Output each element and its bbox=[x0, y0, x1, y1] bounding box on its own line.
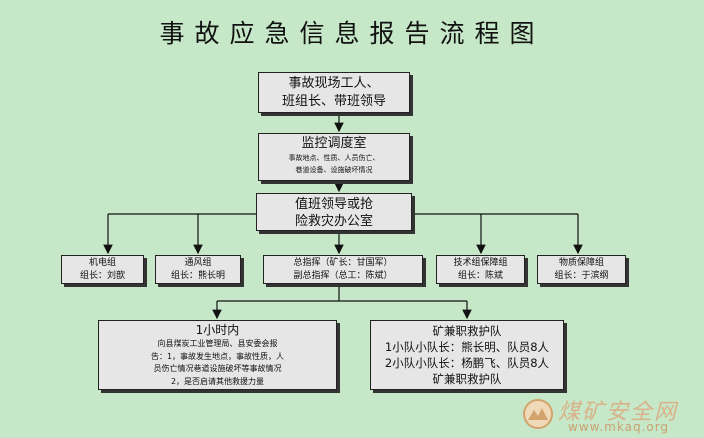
node-tech-line1: 技术组保障组 bbox=[453, 258, 508, 268]
node-rescue-l3: 矿兼职救护队 bbox=[432, 372, 502, 386]
node-rescue-l2: 2小队小队长：杨鹏飞、队员8人 bbox=[384, 356, 550, 370]
node-rescue: 矿兼职救护队 1小队小队长：熊长明、队员8人 2小队小队长：杨鹏飞、队员8人 矿… bbox=[370, 320, 564, 390]
node-rescue-l1: 1小队小队长：熊长明、队员8人 bbox=[384, 340, 550, 354]
node-tech-line2: 组长：陈斌 bbox=[457, 271, 503, 281]
node-electro: 机电组 组长：刘歆 bbox=[61, 255, 144, 284]
node-monitor-line1: 监控调度室 bbox=[301, 136, 367, 151]
node-hour-l4: 2，是否启请其他救援力量 bbox=[170, 376, 265, 386]
node-workers-line1: 事故现场工人、 bbox=[288, 76, 380, 91]
node-hour-l3: 员伤亡情况巷道设施破坏等事故情况 bbox=[153, 364, 282, 373]
node-command-line1: 总指挥（矿长：甘国军） bbox=[293, 258, 393, 268]
node-duty-line2: 险救灾办公室 bbox=[294, 214, 373, 229]
node-command: 总指挥（矿长：甘国军） 副总指挥（总工：陈斌） bbox=[263, 255, 423, 284]
node-monitor: 监控调度室 事故地点、性质、人员伤亡、 巷道设备、设施破坏情况 bbox=[258, 133, 410, 181]
watermark-url: www.mkaq.org bbox=[568, 420, 670, 434]
node-electro-line1: 机电组 bbox=[88, 258, 116, 268]
node-hour-l1: 向县煤炭工业管理局、县安委会报 bbox=[157, 339, 278, 348]
diagram-title: 事故应急信息报告流程图 bbox=[159, 19, 545, 48]
node-duty-line1: 值班领导或抢 bbox=[294, 197, 373, 212]
watermark-logo-icon bbox=[523, 399, 553, 429]
node-tech: 技术组保障组 组长：陈斌 bbox=[436, 255, 525, 284]
node-material: 物质保障组 组长：于滨纲 bbox=[537, 255, 626, 284]
node-ventilation-line1: 通风组 bbox=[184, 258, 212, 268]
node-workers-line2: 班组长、带班领导 bbox=[281, 94, 386, 109]
node-electro-line2: 组长：刘歆 bbox=[79, 271, 125, 281]
node-material-line2: 组长：于滨纲 bbox=[554, 271, 609, 281]
node-rescue-heading: 矿兼职救护队 bbox=[432, 324, 502, 338]
node-monitor-line3: 巷道设备、设施破坏情况 bbox=[295, 166, 373, 174]
node-workers: 事故现场工人、 班组长、带班领导 bbox=[258, 72, 410, 113]
node-command-line2: 副总指挥（总工：陈斌） bbox=[293, 271, 393, 281]
watermark-brand: 煤矿安全网 bbox=[558, 400, 679, 425]
node-hour-heading: 1小时内 bbox=[195, 323, 240, 337]
node-material-line1: 物质保障组 bbox=[558, 258, 604, 268]
node-hour-l2: 告：1，事故发生地点，事故性质，人 bbox=[150, 351, 285, 361]
node-monitor-line2: 事故地点、性质、人员伤亡、 bbox=[288, 154, 380, 162]
node-duty: 值班领导或抢 险救灾办公室 bbox=[256, 193, 412, 231]
node-hour: 1小时内 向县煤炭工业管理局、县安委会报 告：1，事故发生地点，事故性质，人 员… bbox=[98, 320, 337, 390]
node-ventilation-line2: 组长：熊长明 bbox=[170, 271, 225, 281]
node-ventilation: 通风组 组长：熊长明 bbox=[155, 255, 241, 284]
